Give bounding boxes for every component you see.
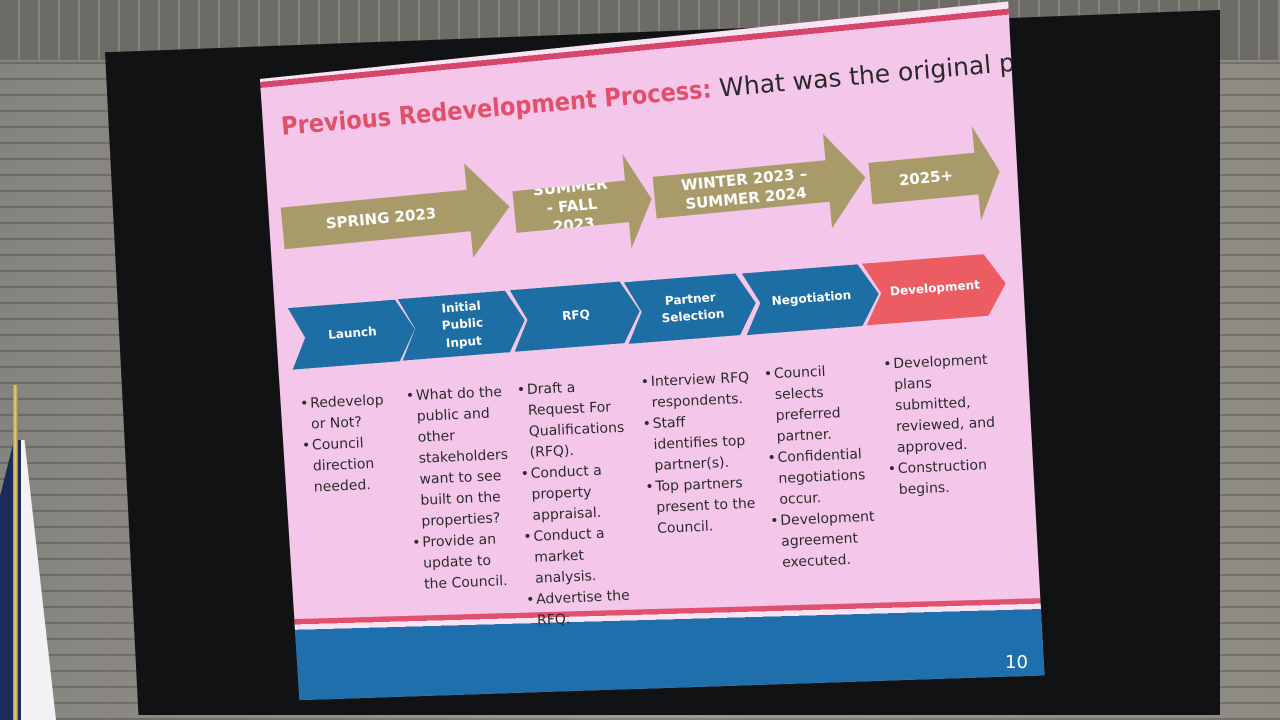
bullet-item: Council selects preferred partner. [763, 360, 877, 449]
step-chevron-development: Development [862, 253, 1008, 326]
bullet-item: Council direction needed. [302, 432, 395, 499]
phase-arrow-2025-plus: 2025+ [866, 124, 1005, 231]
bullet-item: Construction begins. [887, 454, 1004, 501]
step-label: Negotiation [771, 288, 852, 309]
bullet-item: Interview RFQ respondents. [640, 368, 752, 415]
step-chevron-partner-selection: Partner Selection [624, 272, 758, 344]
phase-label: WINTER 2023 – SUMMER 2024 [680, 164, 808, 213]
bullet-item: Provide an update to the Council. [412, 529, 515, 596]
step-label: RFQ [561, 307, 591, 324]
phase-label: SUMMER - FALL 2023 [532, 174, 609, 236]
step-label: Development [889, 277, 981, 299]
phase-arrow-winter-2023-summer-2024: WINTER 2023 – SUMMER 2024 [650, 130, 870, 245]
step-details-negotiation: Council selects preferred partner. Confi… [763, 360, 882, 575]
step-chevron-rfq: RFQ [510, 280, 642, 352]
bullet-item: Confidential negotiations occur. [767, 444, 880, 512]
bullet-item: Development plans submitted, reviewed, a… [883, 350, 1002, 460]
phase-label: SPRING 2023 [325, 204, 438, 233]
bullet-item: Conduct a market analysis. [523, 523, 631, 591]
bullet-item: Top partners present to the Council. [645, 473, 758, 541]
slide-page-number: 10 [1005, 652, 1028, 673]
bullet-item: What do the public and other stakeholder… [405, 382, 511, 533]
bullet-item: Advertise the RFQ. [526, 586, 633, 633]
bullet-item: Conduct a property appraisal. [520, 460, 628, 528]
process-timeline: SPRING 2023 SUMMER - FALL 2023 WINTER 20… [260, 0, 1050, 700]
step-details-initial-public-input: What do the public and other stakeholder… [405, 382, 514, 596]
phase-label: 2025+ [898, 166, 954, 190]
step-details-partner-selection: Interview RFQ respondents. Staff identif… [640, 368, 757, 541]
phase-arrow-summer-fall-2023: SUMMER - FALL 2023 [510, 152, 656, 260]
bullet-item: Draft a Request For Qualifications (RFQ)… [517, 376, 626, 465]
step-label: Launch [327, 324, 378, 343]
slide: Previous Redevelopment Process: What was… [260, 0, 1050, 705]
bullet-item: Staff identifies top partner(s). [642, 410, 755, 478]
bullet-item: Redevelop or Not? [300, 390, 392, 436]
step-chevron-launch: Launch [288, 298, 417, 370]
bullet-item: Development agreement executed. [770, 507, 883, 575]
step-label: Partner Selection [661, 289, 725, 326]
step-label: Initial Public Input [440, 298, 484, 351]
step-details-development: Development plans submitted, reviewed, a… [883, 350, 1004, 502]
step-details-rfq: Draft a Request For Qualifications (RFQ)… [517, 376, 633, 632]
flag-pole [13, 385, 18, 720]
step-chevron-negotiation: Negotiation [742, 263, 881, 335]
step-chevron-initial-public-input: Initial Public Input [398, 289, 527, 361]
step-details-launch: Redevelop or Not? Council direction need… [300, 390, 394, 499]
phase-arrow-spring-2023: SPRING 2023 [278, 159, 514, 275]
slide-canvas: Previous Redevelopment Process: What was… [260, 0, 1050, 701]
